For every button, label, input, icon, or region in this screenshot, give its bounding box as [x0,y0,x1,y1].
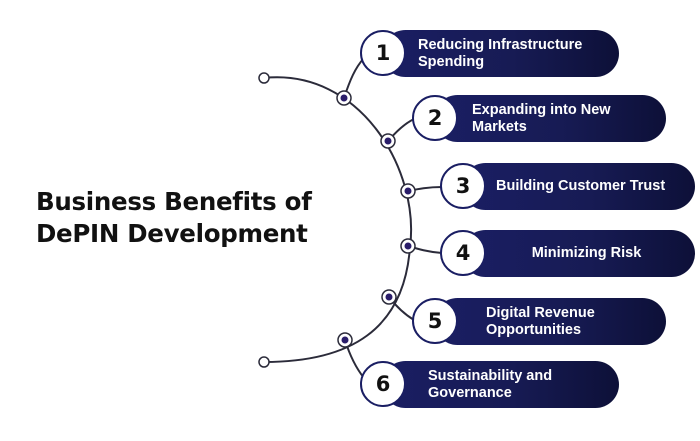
benefit-3-label: Building Customer Trust [496,178,666,194]
benefit-1-number: 1 [360,30,406,76]
benefit-item-5: Digital Revenue Opportunities [434,298,666,345]
benefit-5-label: Digital Revenue Opportunities [486,304,595,338]
benefit-item-2: Expanding into New Markets [434,95,666,142]
benefit-6-label: Sustainability and Governance [428,367,553,401]
benefit-2-number: 2 [412,95,458,141]
branch-4 [400,238,443,254]
benefit-6-number: 6 [360,361,406,407]
arc-end-cap [258,356,270,368]
benefit-2-label: Expanding into New Markets [472,101,611,135]
benefit-3-number: 3 [440,163,486,209]
branch-3 [400,183,443,199]
benefit-item-6: Sustainability and Governance [382,361,619,408]
benefit-4-label: Minimizing Risk [531,245,642,261]
benefit-5-number: 5 [412,298,458,344]
benefit-item-3: Building Customer Trust [462,163,695,210]
branch-2 [380,118,415,149]
title-line-1: Business Benefits of [36,187,312,216]
branch-1 [336,57,365,106]
benefit-item-4: Minimizing Risk [462,230,695,277]
benefit-item-1: Reducing Infrastructure Spending [382,30,619,77]
arc-start-cap [258,72,270,84]
title-line-2: DePIN Development [36,219,308,248]
benefit-4-number: 4 [440,230,486,276]
diagram-title: Business Benefits of DePIN Development [36,186,366,250]
branch-5 [381,289,415,321]
benefit-1-label: Reducing Infrastructure Spending [418,36,583,70]
arc-line [263,76,413,363]
